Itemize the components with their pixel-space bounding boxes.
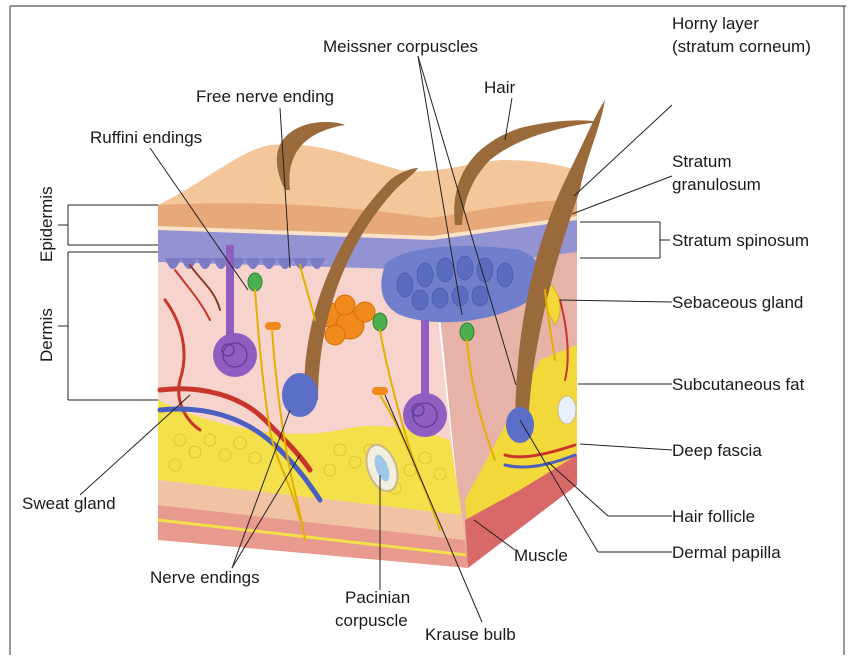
label-dermal-papilla: Dermal papilla	[672, 543, 781, 562]
label-pacinian-line2: corpuscle	[335, 611, 408, 630]
label-epidermis: Epidermis	[37, 186, 56, 262]
pacinian-corpuscle-side	[558, 396, 576, 424]
label-sweat-gland: Sweat gland	[22, 494, 116, 513]
label-granulosum-line2: granulosum	[672, 175, 761, 194]
label-hair: Hair	[484, 78, 516, 97]
epidermis-bracket	[58, 205, 158, 245]
label-horny-line1: Horny layer	[672, 14, 759, 33]
hair-follicle-bulb-left	[282, 373, 318, 417]
dermis-bracket	[58, 252, 158, 400]
label-nerve-endings: Nerve endings	[150, 568, 260, 587]
label-deep-fascia: Deep fascia	[672, 441, 762, 460]
label-muscle: Muscle	[514, 546, 568, 565]
label-hair-follicle: Hair follicle	[672, 507, 755, 526]
spinosum-bracket	[580, 222, 670, 258]
label-subcutaneous: Subcutaneous fat	[672, 375, 805, 394]
label-free-nerve: Free nerve ending	[196, 87, 334, 106]
label-krause: Krause bulb	[425, 625, 516, 644]
hair-follicle-bulb-right	[506, 407, 534, 443]
sweat-gland-coil-left	[213, 333, 257, 377]
label-horny-line2: (stratum corneum)	[672, 37, 811, 56]
label-granulosum-line1: Stratum	[672, 152, 732, 171]
label-dermis: Dermis	[37, 308, 56, 362]
label-meissner: Meissner corpuscles	[323, 37, 478, 56]
sweat-gland-coil-center	[403, 393, 447, 437]
label-pacinian-line1: Pacinian	[345, 588, 410, 607]
label-sebaceous: Sebaceous gland	[672, 293, 803, 312]
label-spinosum: Stratum spinosum	[672, 231, 809, 250]
label-ruffini: Ruffini endings	[90, 128, 202, 147]
skin-block-illustration	[158, 100, 605, 568]
